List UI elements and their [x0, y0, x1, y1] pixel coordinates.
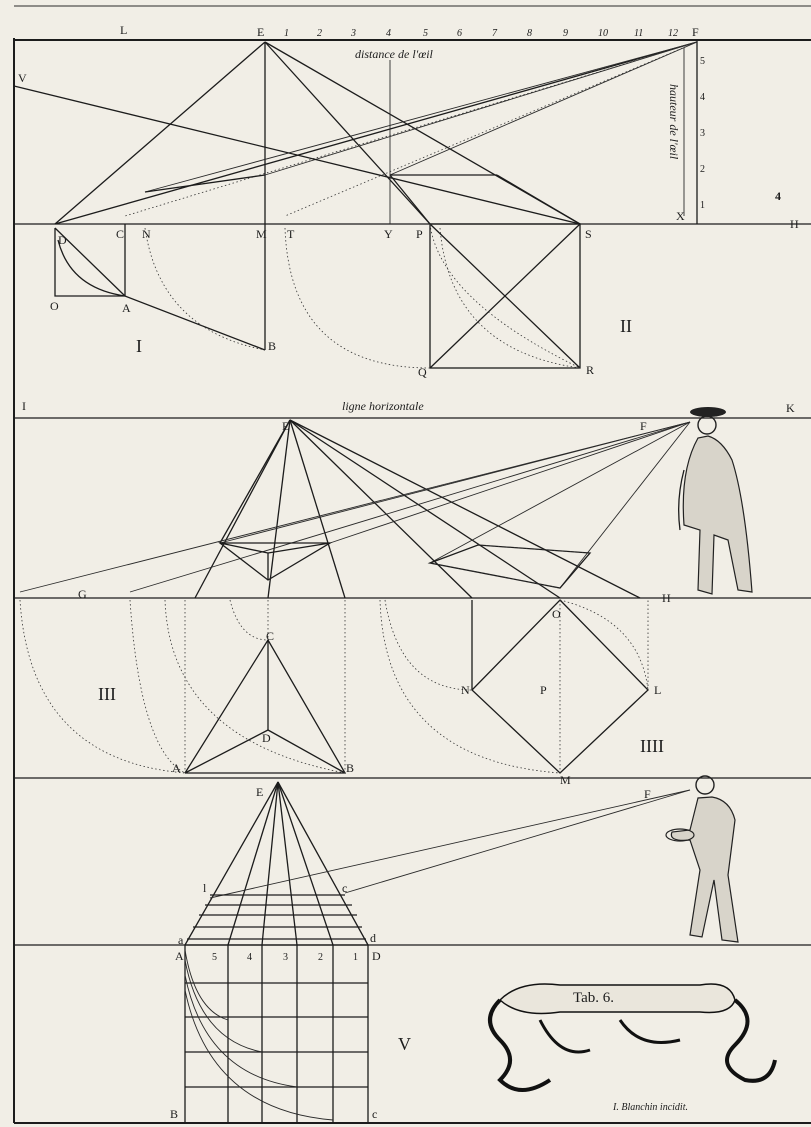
scale-6: 6: [457, 28, 462, 39]
figure-II: II: [620, 316, 632, 336]
svg-text:P: P: [416, 227, 423, 241]
side-scale-4: 4: [700, 92, 705, 103]
figure-V: V: [398, 1034, 411, 1054]
svg-text:A: A: [122, 301, 131, 315]
scale-4: 4: [386, 28, 391, 39]
svg-text:C: C: [266, 629, 274, 643]
side-scale-5: 5: [700, 56, 705, 67]
svg-text:N: N: [461, 683, 470, 697]
scale-11: 11: [634, 28, 643, 39]
figure-I: I: [136, 336, 142, 356]
scale-5: 5: [423, 28, 428, 39]
scale-1: 1: [284, 28, 289, 39]
svg-text:D: D: [262, 731, 271, 745]
svg-text:N: N: [142, 227, 151, 241]
svg-text:S: S: [585, 227, 592, 241]
svg-text:O: O: [552, 607, 561, 621]
svg-text:R: R: [586, 363, 594, 377]
svg-text:E: E: [257, 25, 264, 39]
title-banner: [488, 983, 777, 1092]
bottom-scale-labels: 5 4 3 2 1: [212, 952, 358, 963]
svg-text:E: E: [256, 785, 263, 799]
top-scale-labels: 1 2 3 4 5 6 7 8 9 10 11 12: [284, 28, 678, 39]
svg-text:L: L: [654, 683, 661, 697]
svg-text:I: I: [22, 399, 26, 413]
side-scale-3: 3: [700, 128, 705, 139]
svg-text:B: B: [268, 339, 276, 353]
scale-9: 9: [563, 28, 568, 39]
scale-7: 7: [492, 28, 498, 39]
engraver-signature: I. Blanchin incidit.: [612, 1102, 688, 1113]
svg-text:H: H: [790, 217, 799, 231]
svg-text:O: O: [50, 299, 59, 313]
svg-text:c: c: [372, 1107, 377, 1121]
svg-text:c: c: [342, 881, 347, 895]
svg-text:A: A: [175, 949, 184, 963]
svg-text:T: T: [287, 227, 295, 241]
band-1-construction: [13, 41, 698, 369]
side-scale-1: 1: [700, 200, 705, 211]
svg-text:E: E: [282, 419, 289, 433]
svg-text:A: A: [172, 761, 181, 775]
height-caption: hauteur de l'œil: [667, 84, 681, 160]
figure-III: III: [98, 684, 116, 704]
band-4-construction: [184, 781, 691, 946]
distance-caption: distance de l'œil: [355, 47, 434, 61]
svg-text:V: V: [18, 71, 27, 85]
grid-scale-4: 4: [247, 952, 252, 963]
figure-numerals: I II III IIII V: [98, 316, 664, 1054]
svg-text:K: K: [786, 401, 795, 415]
scale-12: 12: [668, 28, 678, 39]
svg-text:Q: Q: [418, 365, 427, 379]
svg-text:F: F: [640, 419, 647, 433]
svg-text:M: M: [256, 227, 267, 241]
side-scale-2: 2: [700, 164, 705, 175]
svg-text:M: M: [560, 773, 571, 787]
scale-2: 2: [317, 28, 322, 39]
svg-text:Y: Y: [384, 227, 393, 241]
svg-text:X: X: [676, 209, 685, 223]
svg-text:l: l: [203, 881, 207, 895]
band-2-construction: [19, 419, 691, 599]
grid-scale-2: 2: [318, 952, 323, 963]
svg-text:B: B: [170, 1107, 178, 1121]
band-3-construction: [19, 599, 649, 774]
plate-number: 4: [775, 189, 781, 203]
scale-8: 8: [527, 28, 532, 39]
svg-text:H: H: [662, 591, 671, 605]
svg-text:D: D: [58, 233, 67, 247]
svg-text:a: a: [178, 933, 184, 947]
walking-man-illustration: [665, 775, 739, 943]
grid-scale-5: 5: [212, 952, 217, 963]
svg-text:D: D: [372, 949, 381, 963]
scale-10: 10: [598, 28, 608, 39]
svg-text:F: F: [644, 787, 651, 801]
svg-text:L: L: [120, 23, 127, 37]
grid-scale-3: 3: [283, 952, 288, 963]
svg-text:B: B: [346, 761, 354, 775]
svg-text:F: F: [692, 25, 699, 39]
scale-3: 3: [350, 28, 356, 39]
banner-text: Tab. 6.: [573, 990, 614, 1006]
horizontal-line-caption: ligne horizontale: [342, 399, 424, 413]
band-rules: [13, 5, 811, 1124]
band-5-construction: [184, 944, 369, 1124]
svg-text:G: G: [78, 587, 87, 601]
svg-text:P: P: [540, 683, 547, 697]
grid-scale-1: 1: [353, 952, 358, 963]
point-letters: L E F V H X D C N M T Y P S O A B Q R I …: [18, 23, 799, 1121]
side-scale-labels: 5 4 3 2 1: [700, 56, 705, 211]
svg-text:C: C: [116, 227, 124, 241]
svg-text:d: d: [370, 931, 376, 945]
figure-IIII: IIII: [640, 736, 664, 756]
standing-man-illustration: [678, 407, 753, 595]
